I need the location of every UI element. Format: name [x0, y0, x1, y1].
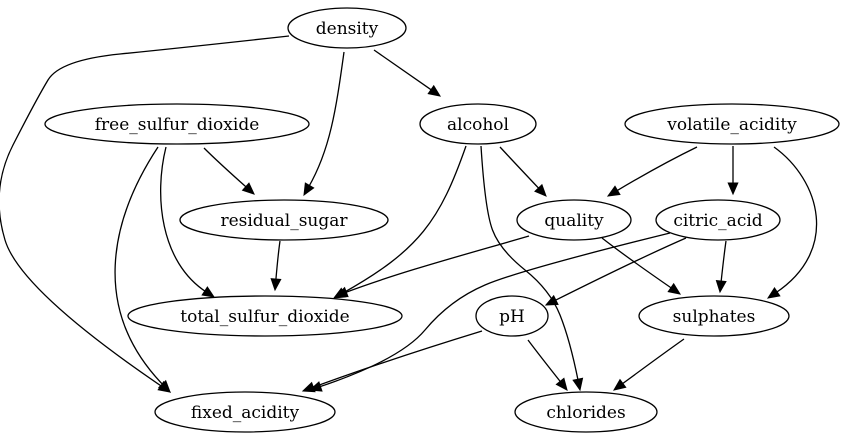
- node-ellipse: [287, 7, 407, 49]
- edge-pH-to-chlorides: [527, 339, 568, 391]
- node-density: density: [287, 7, 407, 49]
- arrowhead: [201, 286, 216, 298]
- edge-line: [344, 235, 530, 294]
- arrowhead: [334, 286, 349, 298]
- edge-quality-to-total_sulfur_dioxide: [334, 235, 530, 298]
- edge-line: [620, 338, 685, 386]
- node-ellipse: [127, 295, 403, 337]
- node-ellipse: [655, 199, 781, 241]
- edge-line: [480, 145, 579, 382]
- edge-line: [114, 146, 165, 387]
- arrowhead: [572, 377, 584, 392]
- edge-quality-to-sulphates: [601, 237, 682, 295]
- edge-density-to-residual_sugar: [303, 51, 345, 197]
- edge-line: [773, 146, 818, 294]
- node-residual_sugar: residual_sugar: [179, 199, 389, 241]
- edge-line: [601, 237, 673, 290]
- node-label: quality: [544, 211, 604, 231]
- edge-line: [0, 35, 290, 388]
- edge-volatile_acidity-to-quality: [606, 146, 698, 197]
- node-sulphates: sulphates: [638, 295, 790, 337]
- arrowhead: [606, 185, 621, 197]
- arrowhead: [241, 182, 255, 195]
- node-label: total_sulfur_dioxide: [180, 307, 349, 327]
- edge-line: [373, 49, 433, 92]
- arrowhead: [270, 278, 282, 292]
- edge-citric_acid-to-sulphates: [715, 240, 727, 294]
- arrowhead: [303, 182, 315, 197]
- node-chlorides: chlorides: [514, 391, 658, 433]
- node-ellipse: [624, 103, 840, 145]
- node-label: alcohol: [447, 115, 509, 135]
- arrowhead: [727, 182, 739, 196]
- node-total_sulfur_dioxide: total_sulfur_dioxide: [127, 295, 403, 337]
- arrowhead: [715, 279, 727, 294]
- node-ellipse: [179, 199, 389, 241]
- edges-layer: [0, 35, 818, 393]
- edge-volatile_acidity-to-citric_acid: [727, 145, 739, 196]
- node-label: sulphates: [673, 307, 756, 327]
- edge-line: [553, 237, 687, 302]
- node-label: density: [316, 19, 379, 39]
- edge-line: [307, 51, 345, 188]
- arrowhead: [555, 377, 568, 391]
- node-label: citric_acid: [673, 211, 762, 231]
- edge-alcohol-to-chlorides: [480, 145, 584, 392]
- node-alcohol: alcohol: [419, 103, 537, 145]
- edge-density-to-alcohol: [373, 49, 442, 97]
- edge-alcohol-to-quality: [499, 146, 547, 197]
- arrowhead: [667, 282, 682, 295]
- edge-line: [159, 146, 207, 293]
- arrowhead: [157, 379, 171, 393]
- edge-line: [341, 145, 467, 295]
- node-ellipse: [419, 103, 537, 145]
- arrowhead: [544, 294, 559, 306]
- edge-line: [203, 147, 248, 189]
- node-free_sulfur_dioxide: free_sulfur_dioxide: [44, 103, 310, 145]
- node-ellipse: [475, 295, 549, 337]
- node-pH: pH: [475, 295, 549, 337]
- node-ellipse: [514, 391, 658, 433]
- edge-pH-to-fixed_acidity: [301, 330, 483, 393]
- node-label: fixed_acidity: [191, 403, 300, 423]
- edge-line: [318, 232, 671, 388]
- node-label: chlorides: [546, 403, 625, 423]
- arrowhead: [427, 84, 442, 97]
- edge-free_sulfur_dioxide-to-residual_sugar: [203, 147, 255, 195]
- edge-citric_acid-to-pH: [544, 237, 687, 306]
- edge-volatile_acidity-to-sulphates: [766, 146, 818, 299]
- node-ellipse: [516, 199, 632, 241]
- node-ellipse: [154, 391, 336, 433]
- arrowhead: [534, 183, 547, 197]
- node-fixed_acidity: fixed_acidity: [154, 391, 336, 433]
- node-ellipse: [638, 295, 790, 337]
- node-label: volatile_acidity: [666, 115, 797, 135]
- node-citric_acid: citric_acid: [655, 199, 781, 241]
- node-volatile_acidity: volatile_acidity: [624, 103, 840, 145]
- arrowhead: [766, 286, 781, 299]
- edge-line: [615, 146, 698, 192]
- edge-line: [311, 330, 483, 389]
- arrowhead: [612, 378, 627, 391]
- node-quality: quality: [516, 199, 632, 241]
- edge-line: [275, 240, 281, 282]
- node-label: pH: [499, 307, 525, 327]
- edge-line: [499, 146, 541, 190]
- edge-free_sulfur_dioxide-to-total_sulfur_dioxide: [159, 146, 216, 298]
- node-label: residual_sugar: [220, 211, 348, 231]
- edge-line: [720, 240, 727, 284]
- nodes-layer: density alcohol free_sulfur_dioxide volatil…: [44, 7, 840, 433]
- node-ellipse: [44, 103, 310, 145]
- edge-line: [527, 339, 562, 384]
- edge-free_sulfur_dioxide-to-fixed_acidity: [114, 146, 171, 393]
- node-label: free_sulfur_dioxide: [95, 115, 260, 135]
- edge-sulphates-to-chlorides: [612, 338, 685, 391]
- edge-residual_sugar-to-total_sulfur_dioxide: [270, 240, 282, 292]
- arrowhead: [301, 381, 316, 393]
